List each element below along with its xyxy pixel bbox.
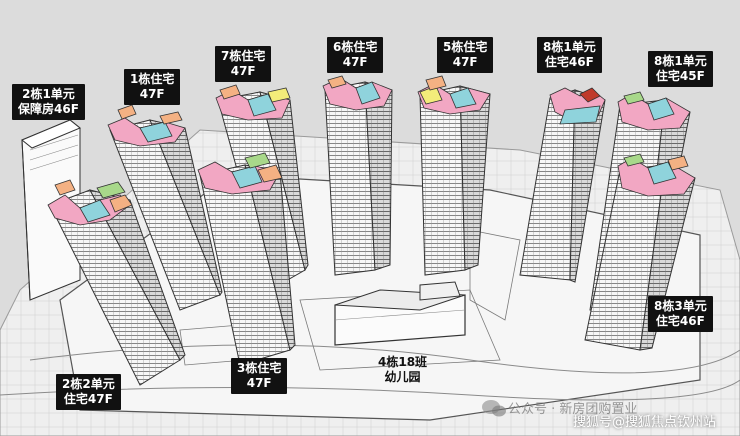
tower-2-2 — [47, 179, 186, 386]
label-tower-2-2: 2栋2单元 住宅47F — [56, 374, 121, 410]
label-tower-1: 1栋住宅 47F — [124, 69, 181, 105]
label-line1: 6栋住宅 — [333, 40, 378, 54]
label-line1: 8栋1单元 — [543, 40, 596, 54]
watermark-sohu: 搜狐号@搜狐焦点钦州站 — [573, 415, 717, 430]
label-tower-8-3: 8栋3单元 住宅46F — [648, 296, 713, 332]
label-line2: 幼儿园 — [384, 370, 421, 384]
label-line2: 保障房46F — [18, 102, 79, 116]
kindergarten-building — [334, 281, 466, 346]
label-line2: 住宅45F — [655, 69, 705, 83]
label-line1: 5栋住宅 — [443, 40, 488, 54]
label-kindergarten: 4栋18班 幼儿园 — [378, 355, 427, 385]
label-line1: 8栋1单元 — [654, 54, 707, 68]
label-tower-6: 6栋住宅 47F — [327, 37, 384, 73]
label-tower-8-1-45f: 8栋1单元 住宅45F — [648, 51, 713, 87]
label-line2: 47F — [452, 55, 478, 69]
label-tower-2-1: 2栋1单元 保障房46F — [12, 84, 85, 120]
wechat-logo-icon — [482, 400, 506, 417]
label-line2: 住宅47F — [63, 392, 113, 406]
label-line1: 7栋住宅 — [221, 49, 266, 63]
label-line2: 47F — [139, 87, 165, 101]
label-line2: 住宅46F — [655, 314, 705, 328]
label-line1: 2栋2单元 — [62, 377, 115, 391]
label-line1: 4栋18班 — [378, 355, 428, 369]
label-line2: 47F — [246, 376, 272, 390]
label-line2: 住宅46F — [544, 55, 594, 69]
label-line2: 47F — [230, 64, 256, 78]
label-line2: 47F — [342, 55, 368, 69]
watermark-wechat: 公众号 · 新房团购置业 — [508, 402, 638, 417]
tower-5 — [417, 75, 491, 276]
label-tower-3: 3栋住宅 47F — [231, 358, 288, 394]
tower-6 — [322, 75, 393, 276]
label-tower-8-1-46f: 8栋1单元 住宅46F — [537, 37, 602, 73]
label-line1: 8栋3单元 — [654, 299, 707, 313]
tower-1 — [107, 104, 223, 311]
label-tower-7: 7栋住宅 47F — [215, 46, 272, 82]
tower-8-1-46f — [519, 87, 606, 283]
label-line1: 2栋1单元 — [22, 87, 75, 101]
tower-3 — [197, 152, 296, 366]
label-tower-5: 5栋住宅 47F — [437, 37, 494, 73]
label-line1: 1栋住宅 — [130, 72, 175, 86]
label-line1: 3栋住宅 — [237, 361, 282, 375]
